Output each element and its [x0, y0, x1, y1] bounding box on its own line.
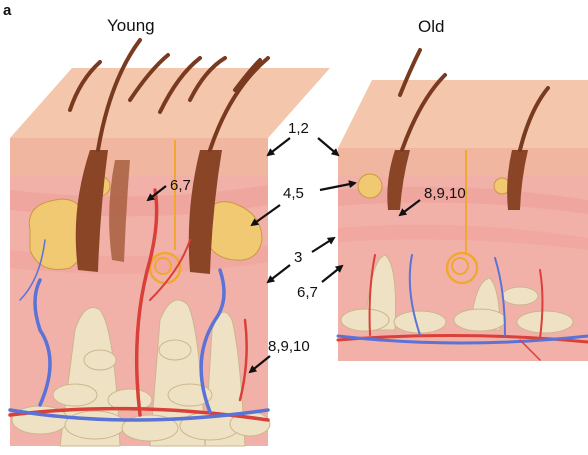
- label-layer-mid: 3: [294, 250, 302, 265]
- label-epidermis: 1,2: [288, 121, 309, 136]
- label-glands-mid: 4,5: [283, 186, 304, 201]
- arrow-epidermis-young: [268, 138, 290, 155]
- label-vessels-mid: 6,7: [297, 285, 318, 300]
- young-surface: [10, 68, 330, 138]
- old-skin-block: [338, 50, 588, 361]
- label-subcutis-young: 8,9,10: [268, 339, 310, 354]
- old-epidermis: [338, 148, 588, 176]
- young-epidermis: [10, 138, 268, 176]
- old-surface: [338, 80, 588, 148]
- title-old: Old: [418, 18, 444, 35]
- label-dermis-old: 8,9,10: [424, 186, 466, 201]
- title-young: Young: [107, 17, 155, 34]
- label-glands-young: 6,7: [170, 178, 191, 193]
- arrow-layer-young: [268, 265, 290, 282]
- arrow-epidermis-old: [318, 138, 338, 155]
- young-skin-block: [10, 40, 330, 446]
- arrow-layer-old: [312, 238, 334, 252]
- panel-label: a: [3, 3, 11, 18]
